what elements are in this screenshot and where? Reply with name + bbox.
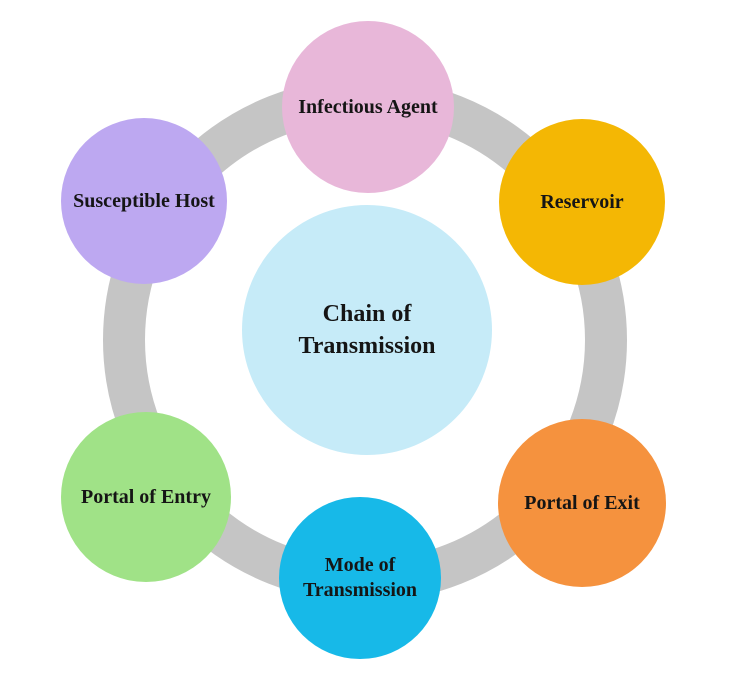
node-portal-of-exit: Portal of Exit xyxy=(498,419,666,587)
node-portal-of-entry: Portal of Entry xyxy=(61,412,231,582)
center-circle-chain-of-transmission: Chain of Transmission xyxy=(242,205,492,455)
node-mode-of-transmission: Mode of Transmission xyxy=(279,497,441,659)
node-susceptible-host: Susceptible Host xyxy=(61,118,227,284)
node-reservoir: Reservoir xyxy=(499,119,665,285)
node-infectious-agent: Infectious Agent xyxy=(282,21,454,193)
